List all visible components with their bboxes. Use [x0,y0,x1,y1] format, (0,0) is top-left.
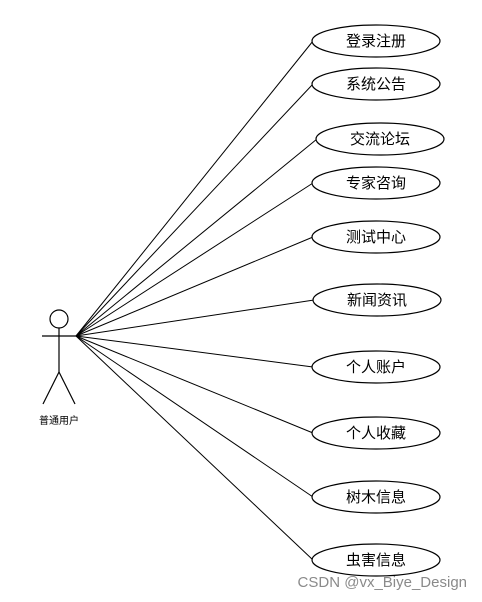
association-line [75,335,314,561]
use-case-ellipse [311,543,441,577]
use-case-6: 新闻资讯 [312,283,442,317]
use-case-ellipse [311,480,441,514]
use-case-label: 专家咨询 [346,174,406,192]
use-case-4: 专家咨询 [311,166,441,200]
use-case-ellipse [311,67,441,101]
use-case-label: 测试中心 [346,228,406,246]
use-case-label: 个人账户 [346,358,406,376]
use-case-ellipse [311,350,441,384]
use-case-ellipse [311,24,441,58]
association-line [75,335,314,434]
association-line [75,138,318,337]
association-line [75,40,314,337]
use-case-label: 新闻资讯 [347,291,407,309]
use-case-ellipse [311,220,441,254]
actor-right-leg [58,371,76,405]
use-case-ellipse [311,166,441,200]
association-line [75,335,314,498]
association-line [75,299,315,337]
use-case-2: 系统公告 [311,67,441,101]
use-case-label: 登录注册 [346,32,406,50]
use-case-label: 交流论坛 [350,130,410,148]
association-lines [75,40,318,561]
use-case-label: 系统公告 [346,75,406,93]
use-case-7: 个人账户 [311,350,441,384]
actor-label: 普通用户 [39,414,79,427]
use-case-8: 个人收藏 [311,416,441,450]
use-case-9: 树木信息 [311,480,441,514]
use-case-5: 测试中心 [311,220,441,254]
use-case-label: 个人收藏 [346,424,406,442]
use-case-1: 登录注册 [311,24,441,58]
use-case-ellipse [311,416,441,450]
use-case-3: 交流论坛 [315,122,445,156]
association-line [75,236,314,337]
use-case-label: 虫害信息 [346,551,406,569]
actor: 普通用户 [39,309,79,427]
use-case-label: 树木信息 [346,488,406,506]
actor-left-leg [42,371,60,405]
watermark: CSDN @vx_Biye_Design [298,574,467,591]
association-line [75,335,314,368]
association-line [75,83,314,337]
association-line [75,182,314,337]
use-case-ellipse [315,122,445,156]
use-case-10: 虫害信息 [311,543,441,577]
actor-head [49,309,69,329]
use-case-ellipse [312,283,442,317]
